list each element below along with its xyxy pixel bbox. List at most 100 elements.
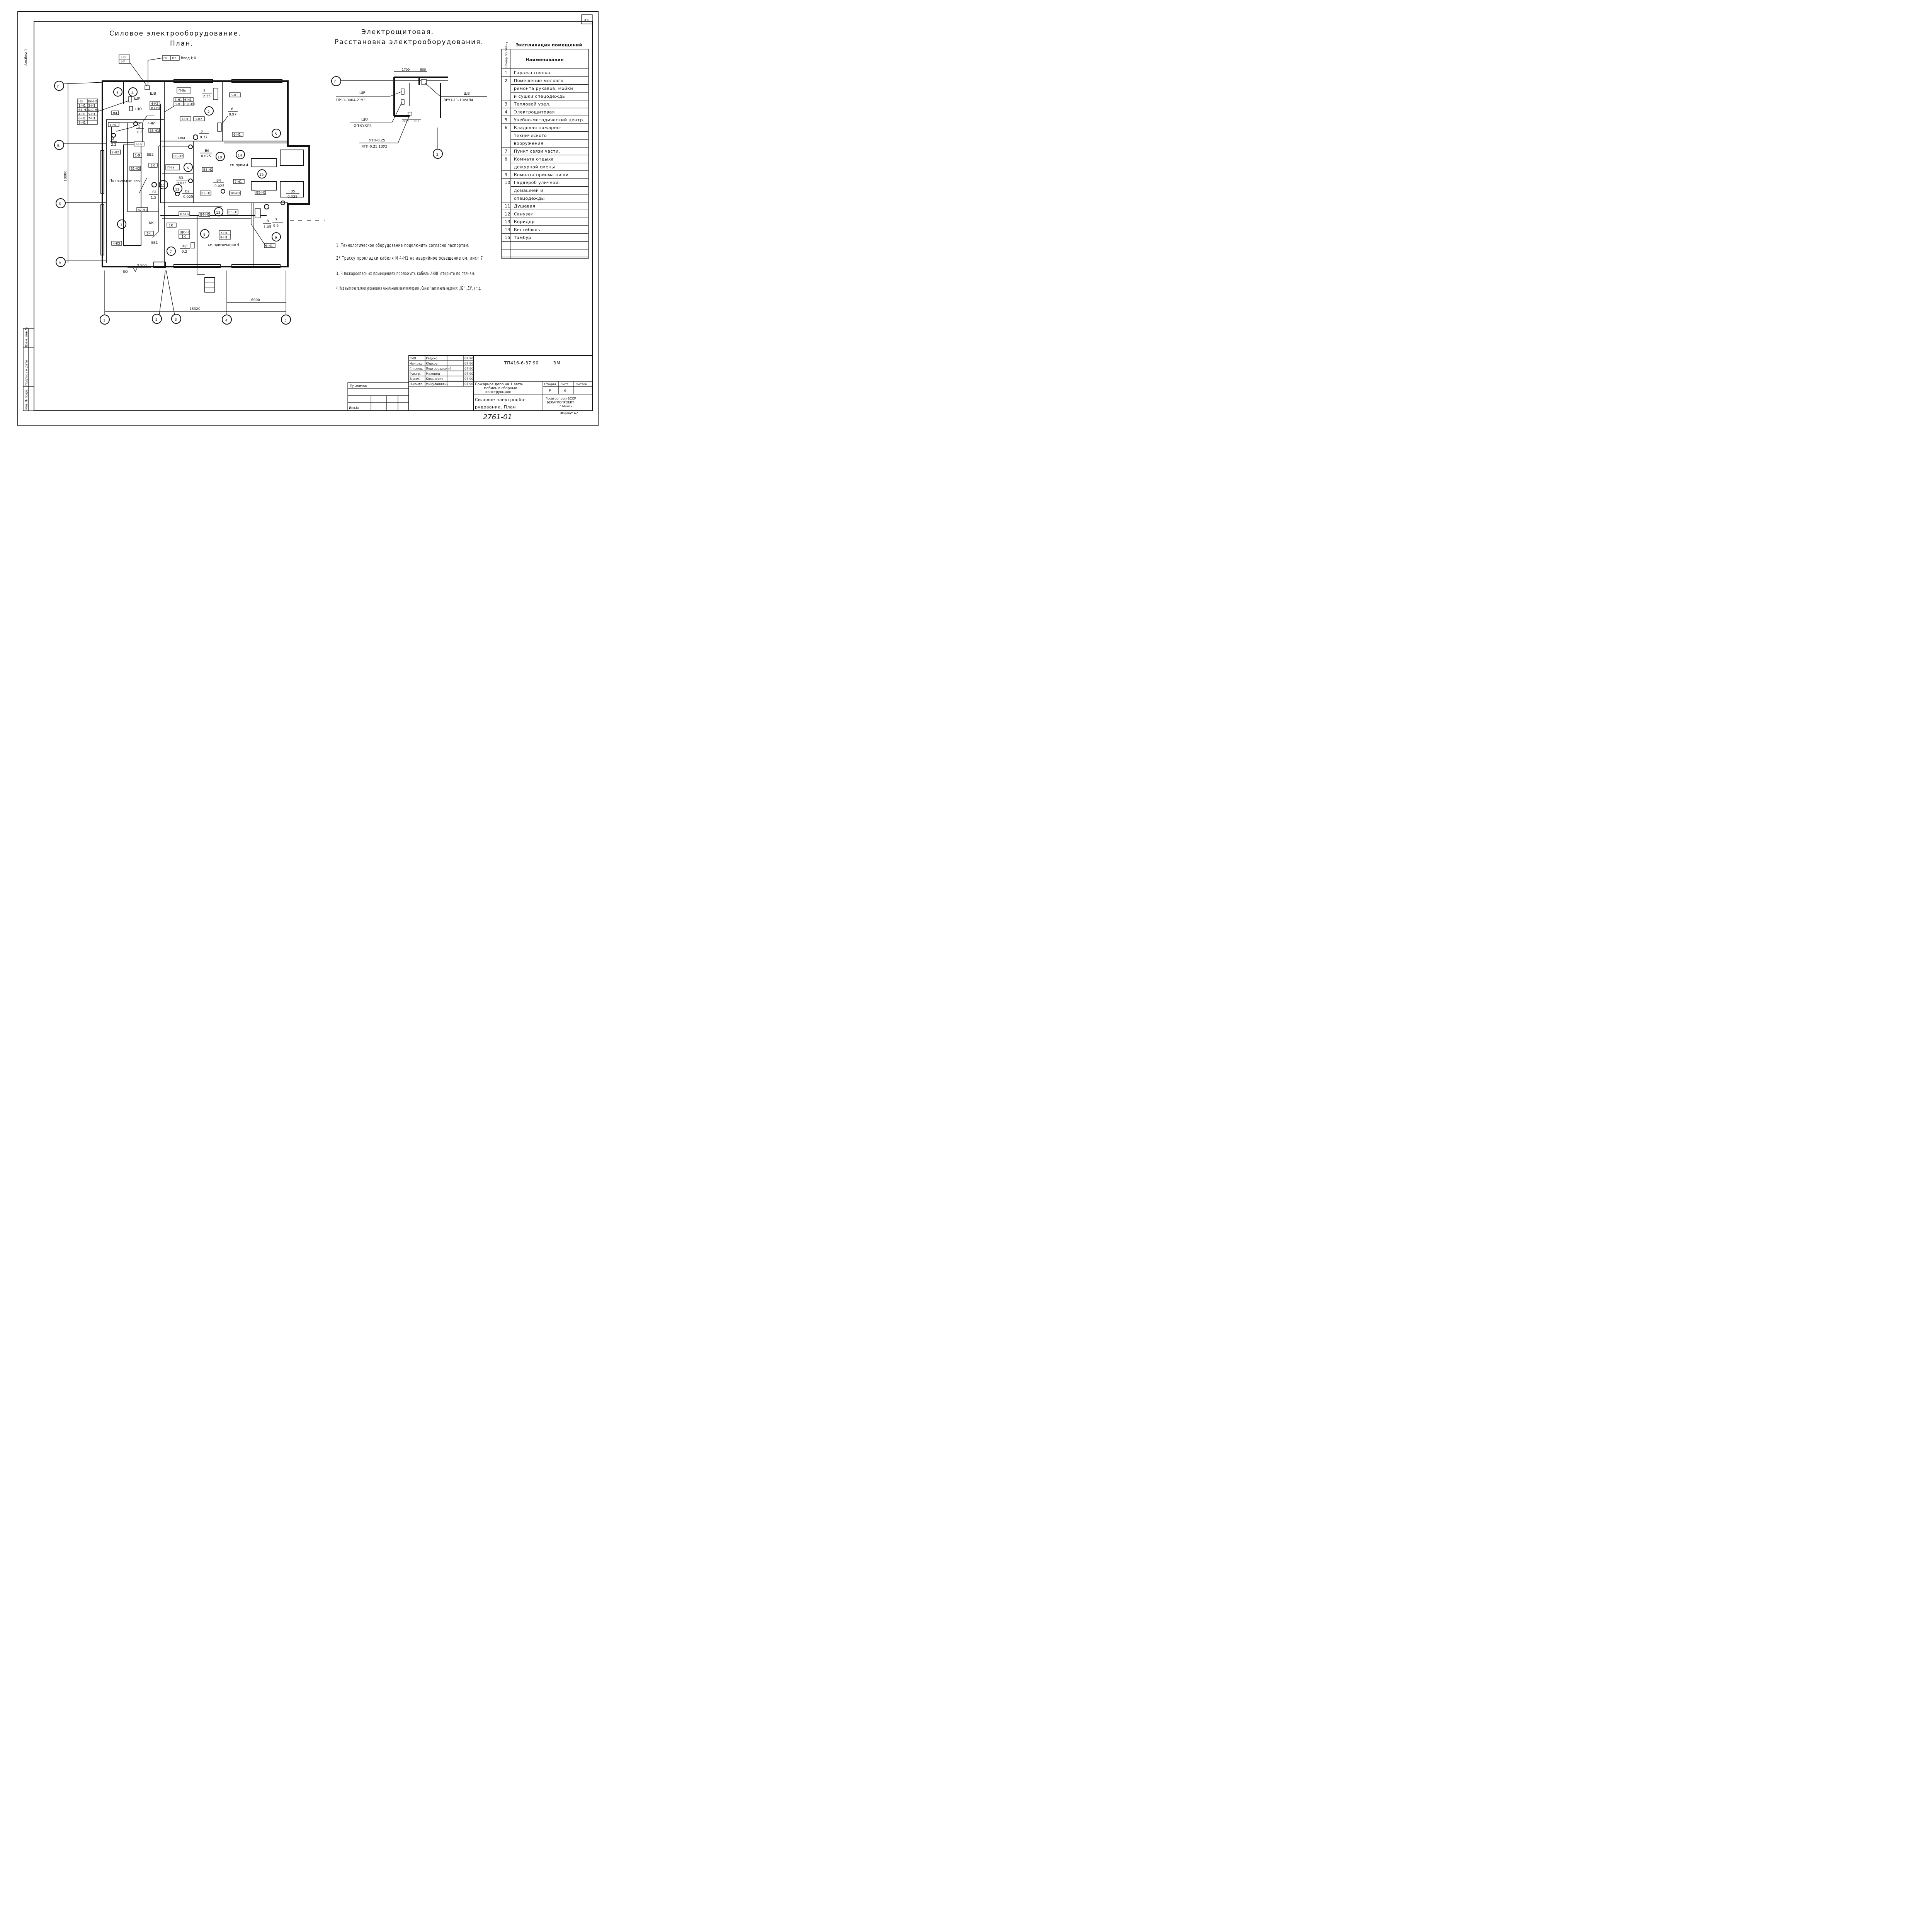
explication-name: спецодежды bbox=[514, 196, 545, 201]
svg-text:ЩО: ЩО bbox=[135, 107, 142, 111]
svg-text:В2-Н1: В2-Н1 bbox=[138, 208, 147, 212]
sheet-title-1: Силовое электрообо- bbox=[475, 397, 526, 402]
svg-text:Г: Г bbox=[334, 80, 337, 84]
room2-table: 3-Н1 6-Н1 3-Н1 ЩС-Н1 bbox=[173, 97, 195, 106]
svg-text:Н2: Н2 bbox=[172, 56, 176, 60]
svg-text:Наименование: Наименование bbox=[526, 57, 564, 62]
explication-num: 5 bbox=[505, 117, 508, 122]
svg-text:1: 1 bbox=[120, 223, 122, 227]
explication-name: Тамбур bbox=[514, 235, 531, 240]
svg-text:В4-Н2: В4-Н2 bbox=[231, 192, 240, 195]
svg-text:0.025: 0.025 bbox=[287, 195, 298, 199]
svg-text:4-ЯУ: 4-ЯУ bbox=[148, 122, 155, 125]
svg-text:4: 4 bbox=[131, 91, 134, 95]
signer-name: Подгородецкий bbox=[426, 367, 452, 371]
sheet-title-2: рудование. План bbox=[475, 405, 516, 410]
svg-text:6-Н1: 6-Н1 bbox=[78, 117, 86, 120]
svg-text:2: 2 bbox=[207, 110, 210, 114]
svg-text:Н3: Н3 bbox=[121, 56, 126, 59]
note-ref4: см.прим.4 bbox=[230, 163, 248, 167]
svg-text:В1-Н2: В1-Н2 bbox=[131, 167, 140, 170]
svg-text:Р: Р bbox=[549, 389, 551, 393]
svg-text:мобиль в сборных: мобиль в сборных bbox=[484, 386, 517, 390]
svg-text:6: 6 bbox=[231, 107, 233, 111]
axis-lines bbox=[63, 82, 286, 315]
svg-text:7-Н1: 7-Н1 bbox=[88, 117, 95, 120]
explication-num: 13 bbox=[505, 219, 510, 225]
format-label: Формат А2 bbox=[560, 412, 578, 415]
svg-text:0.025: 0.025 bbox=[177, 182, 187, 185]
svg-text:12: 12 bbox=[175, 188, 179, 192]
svg-text:ПР11-3064-21УЗ: ПР11-3064-21УЗ bbox=[336, 99, 366, 102]
axis-1: 1 bbox=[103, 319, 105, 323]
axis-2: 2 bbox=[155, 318, 158, 322]
switchroom-title-1: Электрощитовая. bbox=[361, 28, 434, 36]
svg-text:В4-Н1: В4-Н1 bbox=[200, 213, 210, 216]
explication-num: 9 bbox=[505, 172, 508, 177]
svg-text:1К: 1К bbox=[169, 224, 173, 227]
svg-text:Н1: Н1 bbox=[163, 56, 168, 60]
bottom-number: 2761-01 bbox=[483, 413, 512, 421]
svg-text:8-Н1: 8-Н1 bbox=[220, 236, 228, 239]
svg-text:1.05: 1.05 bbox=[264, 225, 271, 229]
svg-text:13: 13 bbox=[216, 211, 220, 215]
svg-text:Листов: Листов bbox=[575, 383, 587, 386]
outer-frame bbox=[17, 11, 599, 426]
explication-name: Коридор bbox=[514, 219, 535, 225]
stamp-sign: Подпись и дата bbox=[25, 360, 28, 386]
explication-name: дежурной смены bbox=[514, 165, 555, 170]
svg-text:1К: 1К bbox=[182, 235, 186, 238]
signer-date: 07.90 bbox=[464, 357, 473, 360]
axis-3: 3 bbox=[175, 318, 177, 322]
svg-text:5-Н1: 5-Н1 bbox=[88, 112, 95, 116]
signer-date: 07.90 bbox=[464, 383, 473, 386]
svg-text:800: 800 bbox=[420, 68, 426, 71]
stamp-replace: Взам. инв.№ bbox=[25, 327, 28, 347]
svg-text:3-Н1: 3-Н1 bbox=[175, 102, 182, 106]
svg-text:3-Н1: 3-Н1 bbox=[88, 104, 95, 107]
signer-date: 07.90 bbox=[464, 377, 473, 381]
svg-text:1-Н1: 1-Н1 bbox=[109, 123, 117, 127]
svg-text:8: 8 bbox=[267, 219, 269, 223]
svg-text:800: 800 bbox=[403, 119, 408, 123]
doc-mark: ЭМ bbox=[553, 361, 560, 366]
note-3: 3. В пожароопасных помещениях проложить … bbox=[336, 271, 475, 276]
level-mark: 3.500 bbox=[128, 264, 151, 272]
svg-text:В5-Н1: В5-Н1 bbox=[228, 211, 238, 214]
svg-text:Номер по плану: Номер по плану bbox=[505, 41, 508, 68]
explication-table: Экспликация помещений Номер по плану Наи… bbox=[501, 41, 589, 259]
explication-name: Электрощитовая bbox=[514, 110, 555, 115]
explication-name: Санузел bbox=[514, 211, 534, 216]
svg-text:7: 7 bbox=[275, 218, 277, 222]
svg-text:10: 10 bbox=[218, 156, 222, 160]
drawing-sheet: 43 Альбом 1 Инв.№ подл. Подпись и дата В… bbox=[17, 11, 599, 426]
svg-text:Инв.№: Инв.№ bbox=[349, 406, 359, 410]
note-1: 1. Технологическое оборудование подключи… bbox=[336, 243, 469, 248]
svg-text:Н4: Н4 bbox=[121, 60, 126, 63]
svg-text:ЩС-Н1: ЩС-Н1 bbox=[180, 231, 190, 234]
explication-name: Пункт связи части. bbox=[514, 149, 560, 154]
plan-title-2: План. bbox=[170, 40, 194, 48]
svg-text:Привязан: Привязан bbox=[350, 384, 367, 388]
page-number-box bbox=[581, 14, 593, 24]
explication-name: ремонта рукавов, мойки bbox=[514, 86, 573, 91]
switchroom-title-2: Расстановка электрооборудования. bbox=[335, 38, 484, 46]
signer-date: 07.90 bbox=[464, 362, 473, 365]
explication-name: Вестибюль bbox=[514, 227, 540, 232]
explication-num: 12 bbox=[505, 211, 510, 216]
signer-role: Гл.спец. bbox=[410, 367, 423, 371]
general-notes: 1. Технологическое оборудование подключи… bbox=[336, 243, 483, 291]
explication-num: 3 bbox=[505, 102, 508, 107]
svg-text:В2-Н2: В2-Н2 bbox=[180, 213, 190, 216]
plan-title-1: Силовое электрооборудование. bbox=[109, 30, 241, 37]
svg-text:В3: В3 bbox=[179, 176, 183, 180]
explication-num: 10 bbox=[505, 180, 510, 185]
note-ref4b: см.примечание 4 bbox=[208, 243, 239, 247]
explication-name: Комната приема пищи bbox=[514, 172, 568, 177]
svg-text:В2: В2 bbox=[185, 190, 190, 194]
svg-text:5-Н1: 5-Н1 bbox=[231, 94, 238, 97]
svg-text:ЩС-Н1: ЩС-Н1 bbox=[184, 102, 195, 106]
svg-text:П-IIа: П-IIа bbox=[167, 166, 175, 169]
axis-5: 5 bbox=[284, 319, 287, 323]
explication-num: 11 bbox=[505, 204, 510, 209]
